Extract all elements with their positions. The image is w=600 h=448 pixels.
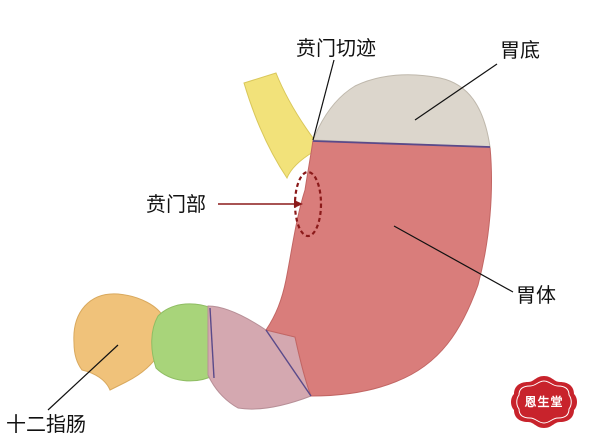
- fundus-region: [312, 74, 491, 148]
- pylorus-boundary: [209, 307, 215, 379]
- seal-icon: [511, 376, 577, 428]
- fundus-body-boundary: [312, 140, 491, 148]
- pylorus-bulb: [151, 303, 216, 382]
- seal-text: 恩生堂: [524, 395, 564, 409]
- label-cardiac-notch: 贲门切迹: [296, 36, 376, 60]
- seal-logo: 恩生堂: [508, 372, 580, 432]
- esophagus: [243, 72, 314, 180]
- leader-body: [393, 225, 514, 293]
- antrum-boundary: [265, 329, 312, 397]
- leader-cardia-arrowhead: [294, 200, 303, 208]
- label-fundus: 胃底: [500, 38, 540, 62]
- label-body: 胃体: [516, 283, 556, 307]
- leader-cardiac-notch: [312, 59, 335, 141]
- duodenum: [73, 293, 165, 391]
- label-cardia: 贲门部: [146, 192, 206, 216]
- label-duodenum: 十二指肠: [6, 412, 86, 436]
- leader-duodenum: [47, 344, 119, 411]
- leader-fundus: [414, 63, 498, 121]
